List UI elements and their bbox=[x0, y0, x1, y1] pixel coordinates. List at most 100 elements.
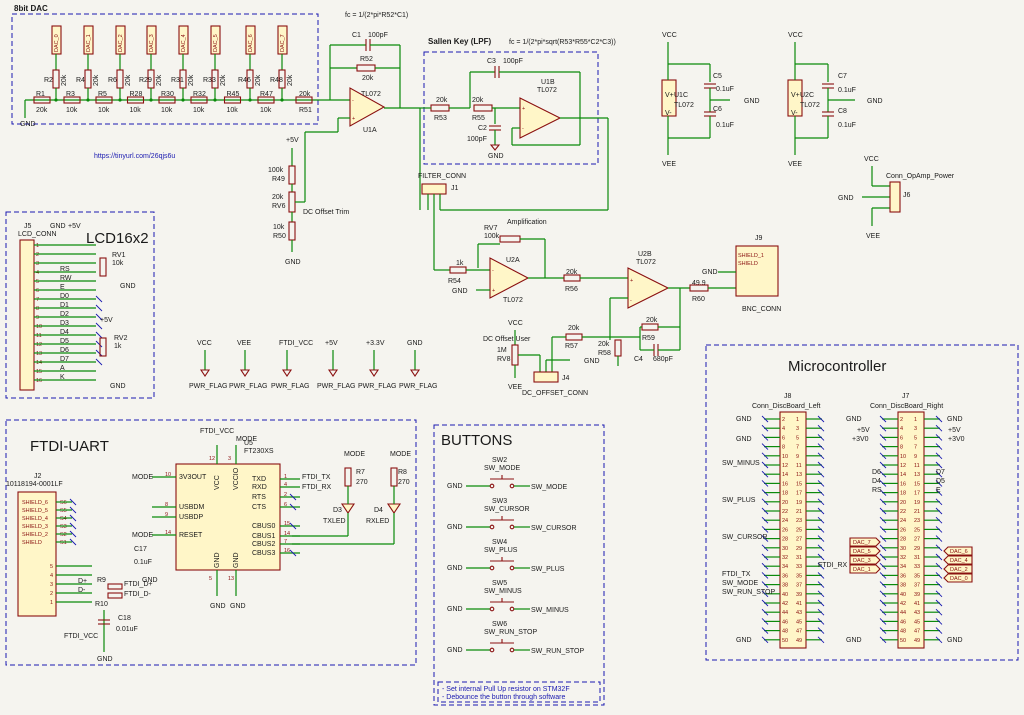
opamp-u2b-block: U2B TL072 + - 20k R57 20k R58 20k R59 C4… bbox=[552, 251, 690, 366]
j7-3v-left: +3V0 bbox=[852, 436, 869, 443]
dac-input-label-text: DAC_7 bbox=[280, 34, 286, 52]
u5-left-num: 14 bbox=[165, 530, 171, 536]
j8-name: Conn_DiscBoard_Left bbox=[752, 403, 821, 410]
switch-net: SW_MODE bbox=[531, 484, 568, 491]
j8-pin-odd: 29 bbox=[796, 546, 802, 552]
u5-bottom-num: 5 bbox=[209, 576, 212, 582]
j8-pin-even: 34 bbox=[782, 564, 788, 570]
ftdi-rx-net: FTDI_RX bbox=[302, 484, 332, 491]
ft230xs-chip bbox=[175, 463, 281, 571]
lcd-5v-rv2: +5V bbox=[100, 317, 113, 324]
dac-r-value: 10k bbox=[130, 107, 142, 114]
c5-value: 0.1uF bbox=[716, 86, 734, 93]
dac-2r-ref: R29 bbox=[139, 77, 152, 84]
j8-pin-odd: 27 bbox=[796, 537, 802, 543]
rv2-ref: RV2 bbox=[114, 335, 128, 342]
j8-pin-even: 24 bbox=[782, 518, 788, 524]
j7-net-label: E bbox=[936, 487, 941, 494]
u2c-vminus: V- bbox=[791, 110, 798, 117]
u5-right-num: 15 bbox=[284, 521, 290, 527]
dac-r-resistor bbox=[223, 96, 242, 104]
dac-r-ref: R30 bbox=[161, 91, 174, 98]
j7-pin-odd: 19 bbox=[914, 500, 920, 506]
ftdi-tx-net: FTDI_TX bbox=[302, 474, 331, 481]
usb-pin-num: 2 bbox=[50, 591, 53, 597]
lcd-signal-label: D5 bbox=[60, 338, 69, 345]
j5-ref: J5 bbox=[24, 223, 32, 230]
lcd-title: LCD16x2 bbox=[86, 230, 149, 247]
pwr-flag-net: VCC bbox=[197, 340, 212, 347]
c8-ref: C8 bbox=[838, 108, 847, 115]
j7-pin-even: 6 bbox=[900, 435, 903, 441]
switch-ref: SW3 bbox=[492, 498, 507, 505]
u5-right-num: 2 bbox=[284, 492, 287, 498]
j8-pin-odd: 23 bbox=[796, 518, 802, 524]
u5-left-pin: USBDP bbox=[179, 514, 203, 521]
pwr-flag-label: PWR_FLAG bbox=[317, 383, 356, 390]
j8-pin-odd: 7 bbox=[796, 445, 799, 451]
j8-pin-odd: 1 bbox=[796, 417, 799, 423]
lcd-signal-label: RW bbox=[60, 275, 72, 282]
j8-net-label: SW_CURSOR bbox=[722, 534, 768, 541]
offset-trim-label: DC Offset Trim bbox=[303, 209, 349, 216]
j8-pin-even: 16 bbox=[782, 481, 788, 487]
c17-value: 0.1uF bbox=[134, 559, 152, 566]
u5-left-num: 9 bbox=[165, 512, 168, 518]
dac-tag-left-text: DAC_5 bbox=[853, 549, 871, 555]
j7-pin-even: 32 bbox=[900, 555, 906, 561]
j7-pin-odd: 5 bbox=[914, 435, 917, 441]
dac-2r-resistor bbox=[52, 69, 60, 89]
switch-gnd: GND bbox=[447, 483, 463, 490]
j8-net-label: FTDI_TX bbox=[722, 571, 751, 578]
u1b-part: TL072 bbox=[537, 87, 557, 94]
dc-user-label: DC Offset User bbox=[483, 336, 531, 343]
svg-text:+: + bbox=[522, 106, 525, 112]
dac-tag-right bbox=[943, 555, 973, 565]
j7-pin-even: 16 bbox=[900, 481, 906, 487]
j7-pin-odd: 35 bbox=[914, 573, 920, 579]
pwr-flag-symbol bbox=[199, 369, 211, 377]
r1-value: 20k bbox=[36, 107, 48, 114]
ftdi-vcc-label: FTDI_VCC bbox=[64, 633, 98, 640]
u1c-vee: VEE bbox=[662, 161, 676, 168]
dac-2r-resistor bbox=[116, 69, 124, 89]
dac-tag-right bbox=[943, 546, 973, 556]
switch-name: SW_PLUS bbox=[484, 547, 518, 554]
j8-pin-even: 32 bbox=[782, 555, 788, 561]
pwr-flag-net: GND bbox=[407, 340, 423, 347]
lcd-pin-number: 11 bbox=[36, 333, 42, 339]
j8-gnd-1: GND bbox=[736, 416, 752, 423]
r60-value: 49.9 bbox=[692, 280, 706, 287]
u5-left-pin: RESET bbox=[179, 532, 203, 539]
c7-value: 0.1uF bbox=[838, 87, 856, 94]
dac-r-ref: R45 bbox=[227, 91, 240, 98]
r57-value: 20k bbox=[568, 325, 580, 332]
j8-pin-even: 48 bbox=[782, 629, 788, 635]
j8-pin-odd: 21 bbox=[796, 509, 802, 515]
pwr-flag-label: PWR_FLAG bbox=[399, 383, 438, 390]
j2-ref: J2 bbox=[34, 473, 42, 480]
switch-net: SW_MINUS bbox=[531, 607, 569, 614]
tinyurl-link[interactable]: https://tinyurl.com/26qjs6u bbox=[94, 153, 175, 160]
r54-value: 1k bbox=[456, 260, 464, 267]
u5-right-num: 6 bbox=[284, 502, 287, 508]
j8-pin-even: 46 bbox=[782, 619, 788, 625]
j8-pin-odd: 37 bbox=[796, 583, 802, 589]
dac-tag-left bbox=[849, 555, 881, 565]
d3-label: TXLED bbox=[323, 518, 346, 525]
j8-gnd-2: GND bbox=[736, 436, 752, 443]
j7-pin-even: 44 bbox=[900, 610, 906, 616]
buttons-note-2: - Debounce the button through software bbox=[442, 694, 565, 701]
j7-pin-odd: 21 bbox=[914, 509, 920, 515]
power-u1c-block: VCC V+ V- U1C TL072 VEE C5 0.1uF C6 0.1u… bbox=[661, 32, 760, 168]
dac-r-resistor bbox=[63, 96, 81, 104]
c8-value: 0.1uF bbox=[838, 122, 856, 129]
pwr-flag-label: PWR_FLAG bbox=[229, 383, 268, 390]
dc-offset-conn-name: DC_OFFSET_CONN bbox=[522, 390, 588, 397]
u5-part: FT230XS bbox=[244, 448, 274, 455]
ftdi-dm-net: FTDI_D- bbox=[124, 591, 152, 598]
dac-gnd: GND bbox=[20, 121, 36, 128]
